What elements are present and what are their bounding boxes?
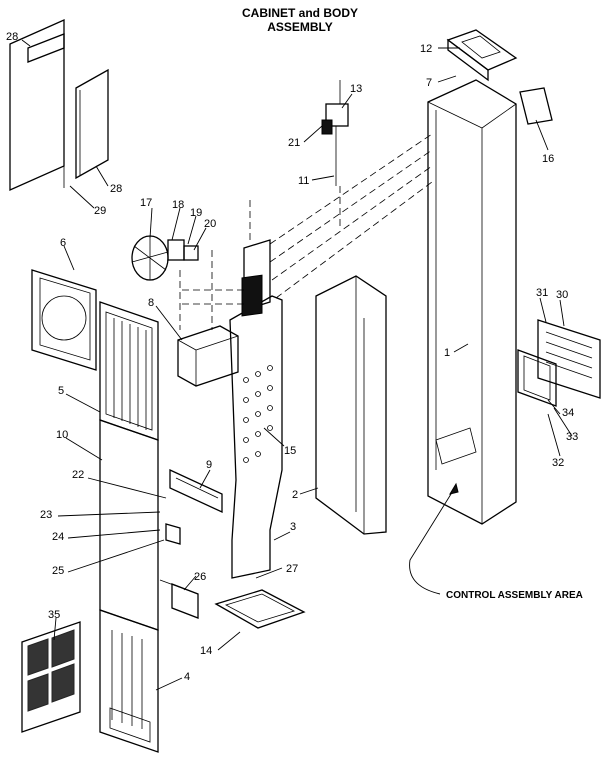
title-line-1: CABINET and BODY bbox=[241, 6, 358, 20]
part-1-cabinet bbox=[427, 79, 517, 525]
callout-3: 3 bbox=[290, 521, 296, 533]
callout-32: 32 bbox=[552, 457, 564, 469]
callout-8: 8 bbox=[148, 297, 154, 309]
callout-13: 13 bbox=[350, 83, 362, 95]
part-28-29-side-panels bbox=[9, 18, 109, 192]
callout-5: 5 bbox=[58, 385, 64, 397]
callout-15: 15 bbox=[284, 445, 296, 457]
part-4-lower-grille bbox=[99, 609, 159, 753]
callout-35: 35 bbox=[48, 609, 60, 621]
callout-2: 2 bbox=[292, 489, 298, 501]
leader-lines bbox=[21, 39, 573, 691]
control-assembly-area-label: CONTROL ASSEMBLY AREA bbox=[446, 590, 583, 601]
callout-33: 33 bbox=[566, 431, 578, 443]
part-10-center-panel bbox=[99, 419, 159, 631]
part-5-upper-grille bbox=[99, 301, 159, 441]
callout-26: 26 bbox=[194, 571, 206, 583]
part-3-main-body bbox=[229, 239, 283, 579]
part-17-20-fan-assembly bbox=[131, 235, 213, 330]
callout-27: 27 bbox=[286, 563, 298, 575]
part-16-top-part bbox=[519, 87, 553, 125]
callout-34: 34 bbox=[562, 407, 574, 419]
callout-17: 17 bbox=[140, 197, 152, 209]
callout-1: 1 bbox=[444, 347, 450, 359]
callout-16: 16 bbox=[542, 153, 554, 165]
callout-25: 25 bbox=[52, 565, 64, 577]
callout-4: 4 bbox=[184, 671, 190, 683]
part-9-26-brackets bbox=[159, 468, 223, 619]
callout-28-top: 28 bbox=[6, 31, 18, 43]
callout-22: 22 bbox=[72, 469, 84, 481]
callout-29: 29 bbox=[94, 205, 106, 217]
callout-28: 28 bbox=[110, 183, 122, 195]
callout-30: 30 bbox=[556, 289, 568, 301]
callout-labels: 28 28 29 17 18 19 20 6 8 5 10 9 22 23 24… bbox=[6, 31, 583, 683]
assembly-dashed-lines bbox=[182, 133, 433, 305]
callout-10: 10 bbox=[56, 429, 68, 441]
callout-23: 23 bbox=[40, 509, 52, 521]
part-35-filter bbox=[21, 621, 81, 733]
callout-20: 20 bbox=[204, 218, 216, 230]
part-12-7-top-cap bbox=[446, 29, 518, 82]
title-line-2: ASSEMBLY bbox=[267, 20, 333, 34]
callout-9: 9 bbox=[206, 459, 212, 471]
callout-31: 31 bbox=[536, 287, 548, 299]
callout-21: 21 bbox=[288, 137, 300, 149]
callout-18: 18 bbox=[172, 199, 184, 211]
part-24-25-plate bbox=[165, 523, 181, 545]
callout-11: 11 bbox=[298, 175, 309, 187]
diagram-title: CABINET and BODY ASSEMBLY bbox=[180, 6, 420, 34]
callout-12: 12 bbox=[420, 43, 432, 55]
part-30-34-side-grilles bbox=[517, 319, 601, 407]
part-6-fan-frame bbox=[31, 269, 97, 371]
callout-7: 7 bbox=[426, 77, 432, 89]
part-13-21-11-control bbox=[321, 80, 349, 186]
callout-19: 19 bbox=[190, 207, 202, 219]
callout-6: 6 bbox=[60, 237, 66, 249]
part-2-rear-panel bbox=[315, 275, 387, 535]
part-14-base-plate bbox=[214, 589, 306, 629]
callout-14: 14 bbox=[200, 645, 212, 657]
callout-24: 24 bbox=[52, 531, 64, 543]
part-8-duct-box bbox=[177, 325, 239, 387]
